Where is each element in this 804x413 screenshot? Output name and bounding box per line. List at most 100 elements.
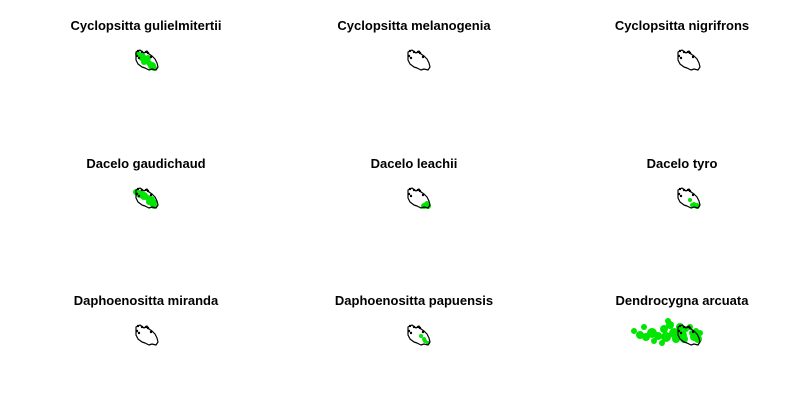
occurrence-point [659, 340, 665, 346]
coast-detail [135, 54, 139, 58]
coast-detail [407, 192, 411, 196]
coast-detail [682, 325, 686, 329]
coast-detail [135, 329, 139, 333]
map-panel: Dacelo tyro [548, 138, 804, 275]
occurrence-point [690, 203, 694, 207]
coast-detail [408, 324, 412, 328]
coast-detail [146, 189, 150, 193]
coast-detail [418, 326, 422, 330]
panel-title: Daphoenositta miranda [73, 293, 219, 308]
occurrence-point [654, 332, 662, 340]
panel-title: Cyclopsitta nigrifrons [614, 18, 750, 33]
coast-detail [416, 188, 420, 192]
coast-detail [678, 187, 682, 191]
panel-title: Cyclopsitta melanogenia [337, 18, 491, 33]
panel-title: Dacelo leachii [370, 156, 458, 171]
coast-detail [136, 187, 140, 191]
panel-title: Daphoenositta papuensis [334, 293, 494, 308]
coast-detail [677, 54, 681, 58]
occurrence-point [660, 325, 668, 333]
coast-detail [144, 50, 148, 54]
map-panel: Daphoenositta miranda [12, 275, 280, 412]
occurrence-point [697, 330, 703, 336]
coast-detail [149, 55, 153, 59]
coast-detail [421, 55, 425, 59]
coast-detail [137, 331, 141, 335]
coast-detail [407, 54, 411, 58]
coast-detail [412, 50, 416, 54]
panel-title: Dendrocygna arcuata [615, 293, 749, 308]
occurrence-point [425, 201, 429, 205]
distribution-map [135, 324, 159, 346]
panel-title: Dacelo tyro [646, 156, 718, 171]
coast-detail [688, 189, 692, 193]
coast-detail [135, 192, 139, 196]
coast-detail [146, 51, 150, 55]
map-panel: Cyclopsitta nigrifrons [548, 0, 804, 137]
coast-detail [691, 330, 695, 334]
coast-detail [416, 325, 420, 329]
coast-detail [149, 330, 153, 334]
occurrence-point [688, 198, 692, 202]
map-panel: Dendrocygna arcuata [548, 275, 804, 412]
coast-detail [418, 189, 422, 193]
distribution-map [407, 49, 431, 71]
coast-detail [409, 194, 413, 198]
coast-detail [677, 329, 681, 333]
distribution-map [407, 187, 431, 209]
map-panel: Cyclopsitta melanogenia [280, 0, 548, 137]
coast-detail [140, 50, 144, 54]
coast-detail [409, 331, 413, 335]
coast-detail [686, 325, 690, 329]
coast-detail [416, 50, 420, 54]
coast-detail [408, 187, 412, 191]
coast-detail [686, 50, 690, 54]
coast-detail [418, 51, 422, 55]
coast-detail [144, 325, 148, 329]
coast-detail [678, 324, 682, 328]
coast-detail [407, 329, 411, 333]
coast-detail [137, 194, 141, 198]
coast-detail [688, 51, 692, 55]
coast-detail [677, 192, 681, 196]
coast-detail [682, 50, 686, 54]
occurrence-point [145, 55, 151, 61]
coast-detail [136, 324, 140, 328]
coast-detail [421, 193, 425, 197]
coast-detail [682, 188, 686, 192]
occurrence-point [641, 324, 647, 330]
distribution-map [677, 49, 701, 71]
panel-title: Cyclopsitta gulielmitertii [70, 18, 222, 33]
distribution-map [677, 187, 701, 209]
coast-detail [149, 193, 153, 197]
coast-detail [146, 326, 150, 330]
distribution-map [631, 318, 703, 346]
coast-detail [691, 55, 695, 59]
occurrence-point [665, 318, 671, 324]
coast-detail [678, 49, 682, 53]
coast-detail [679, 331, 683, 335]
map-panel: Dacelo leachii [280, 138, 548, 275]
distribution-map [135, 49, 159, 71]
map-panel: Daphoenositta papuensis [280, 275, 548, 412]
occurrence-point [631, 328, 637, 334]
occurrence-point [146, 199, 152, 205]
coast-detail [686, 188, 690, 192]
coast-detail [137, 56, 141, 60]
coast-detail [144, 188, 148, 192]
panel-title: Dacelo gaudichaud [86, 156, 206, 171]
occurrence-point [419, 334, 423, 338]
map-panel: Cyclopsitta gulielmitertii [12, 0, 280, 137]
coast-detail [412, 188, 416, 192]
occurrence-point [661, 332, 671, 342]
occurrence-point [422, 337, 426, 341]
distribution-map [133, 187, 159, 209]
occurrence-point [141, 59, 147, 65]
coast-detail [679, 56, 683, 60]
distribution-map [407, 324, 431, 346]
coast-detail [409, 56, 413, 60]
coast-detail [136, 49, 140, 53]
coast-detail [691, 193, 695, 197]
map-panel: Dacelo gaudichaud [12, 138, 280, 275]
